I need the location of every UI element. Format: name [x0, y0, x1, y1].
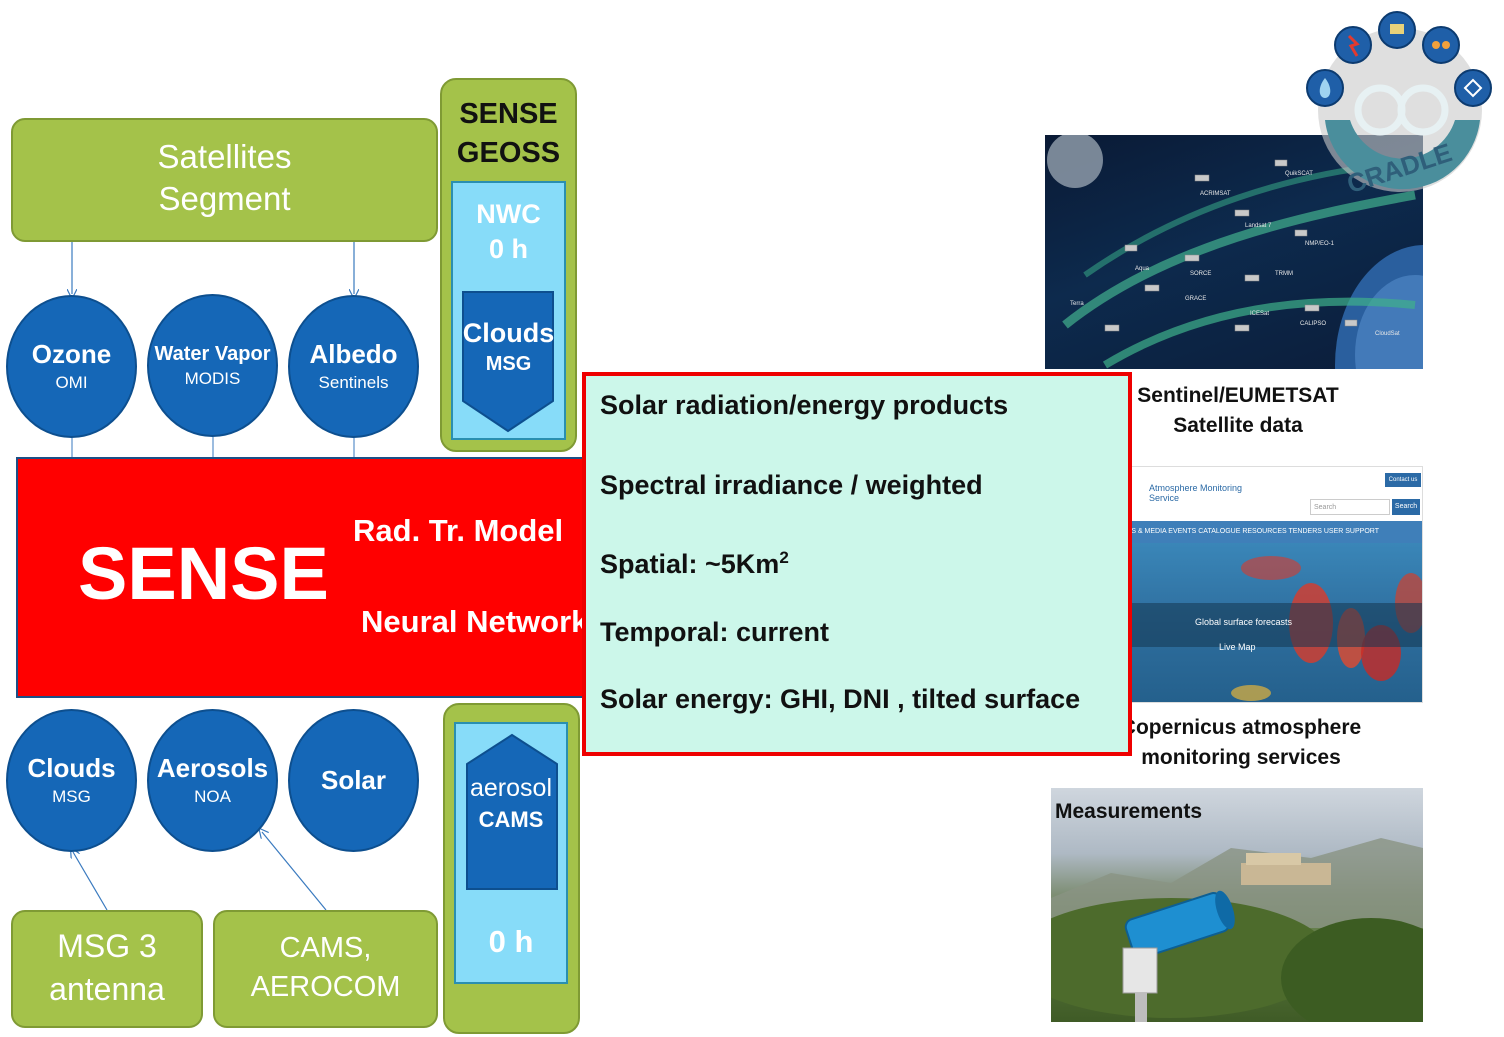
copernicus-caption-line1: Copernicus atmosphere — [1120, 716, 1362, 739]
nwc-time: 0 h — [488, 234, 528, 264]
aerosols-circle: Aerosols NOA — [147, 709, 278, 852]
cams-site-header: Atmosphere Monitoring Service — [1149, 483, 1243, 503]
sense-geoss-line2: GEOSS — [456, 137, 561, 169]
ozone-circle: Ozone OMI — [6, 295, 137, 438]
msg-antenna-box: MSG 3 antenna — [11, 910, 203, 1028]
sat-label-11: CloudSat — [1375, 331, 1400, 337]
satellites-segment-box: Satellites Segment — [11, 118, 438, 242]
clouds-circle: Clouds MSG — [6, 709, 137, 852]
cams-contact-button: Contact us — [1385, 473, 1421, 487]
measurements-label: Measurements — [1055, 800, 1203, 823]
cams-aerocom-box: CAMS, AEROCOM — [213, 910, 438, 1028]
measurements-photo: Measurements — [1051, 788, 1423, 1022]
product-spatial: Spatial: ~5Km2 — [600, 548, 789, 580]
copernicus-caption: Copernicus atmosphere monitoring service… — [1106, 716, 1376, 770]
sat-label-5: TRMM — [1275, 271, 1293, 277]
clouds-msg-pentagon — [462, 291, 554, 433]
clouds-msg-top-title: Clouds — [462, 318, 555, 348]
msg-antenna-line2: antenna — [49, 971, 165, 1007]
solar-circle: Solar — [288, 709, 419, 852]
product-solar-radiation: Solar radiation/energy products — [600, 390, 1009, 420]
cams-aerocom-line1: CAMS, — [279, 932, 372, 964]
sat-label-10: CALIPSO — [1300, 321, 1326, 327]
geo-cradle-logo: CRADLE — [1306, 11, 1492, 199]
sat-label-6: Aqua — [1135, 266, 1150, 272]
sense-geoss-line1: SENSE — [459, 98, 558, 130]
rad-model-label: Rad. Tr. Model — [353, 513, 564, 548]
cams-aerocom-line2: AEROCOM — [250, 971, 401, 1003]
product-temporal: Temporal: current — [600, 617, 830, 647]
sentinel-caption-line2: Satellite data — [1173, 414, 1303, 437]
solar-title: Solar — [320, 765, 387, 796]
water-vapor-circle: Water Vapor MODIS — [147, 294, 278, 437]
clouds-msg-top-text: Clouds MSG — [462, 318, 555, 376]
msg-antenna-line1: MSG 3 — [57, 928, 157, 964]
cams-nav-bar: NEWS & MEDIA EVENTS CATALOGUE RESOURCES … — [1111, 521, 1422, 543]
cams-search-button: Search — [1392, 499, 1420, 515]
sentinel-caption-line1: Sentinel/EUMETSAT — [1137, 384, 1339, 407]
clouds-msg-top-sub: MSG — [485, 353, 532, 375]
products-info-box: Solar radiation/energy products Spectral… — [582, 372, 1132, 756]
aerosols-sub: NOA — [194, 786, 231, 806]
clouds-title: Clouds — [27, 753, 116, 784]
water-vapor-sub: MODIS — [184, 368, 241, 388]
spatial-sup: 2 — [779, 548, 789, 567]
albedo-sub: Sentinels — [318, 372, 389, 392]
neural-network-label: Neural Network — [361, 604, 588, 639]
ozone-sub: OMI — [55, 372, 88, 392]
aerosol-time: 0 h — [488, 924, 534, 959]
cams-live-map-link[interactable]: Live Map — [1219, 642, 1256, 652]
sense-red-bar: SENSE Rad. Tr. Model Neural Network — [16, 457, 588, 698]
clouds-sub: MSG — [52, 786, 91, 806]
product-spectral-irradiance: Spectral irradiance / weighted — [600, 470, 983, 500]
nwc-label: NWC — [476, 199, 541, 229]
sat-label-0: ACRIMSAT — [1200, 191, 1231, 197]
cams-map: Global surface forecasts Live Map — [1111, 543, 1422, 702]
measurements-scene — [1051, 838, 1423, 1022]
aerosol-cams-text: aerosol CAMS — [454, 774, 568, 833]
sat-label-9: ICESat — [1250, 311, 1269, 317]
albedo-circle: Albedo Sentinels — [288, 295, 419, 438]
albedo-title: Albedo — [309, 339, 398, 370]
product-solar-energy: Solar energy: GHI, DNI , tilted surface — [600, 684, 1081, 714]
aerosol-label: aerosol — [470, 774, 552, 802]
sat-label-8: Terra — [1070, 301, 1084, 307]
sat-label-3: NMP/EO-1 — [1305, 241, 1335, 247]
cams-search-input: Search — [1310, 499, 1390, 515]
sentinel-caption: Sentinel/EUMETSAT Satellite data — [1090, 384, 1386, 438]
cams-label: CAMS — [478, 807, 544, 832]
cams-banner-title[interactable]: Global surface forecasts — [1195, 617, 1293, 627]
satellites-segment-line2: Segment — [158, 180, 291, 217]
sat-label-4: SORCE — [1190, 271, 1211, 277]
copernicus-caption-line2: monitoring services — [1141, 746, 1341, 769]
sense-title: SENSE — [78, 532, 329, 615]
cams-website-screenshot: Atmosphere Monitoring Service Search Sea… — [1110, 466, 1423, 703]
ozone-title: Ozone — [31, 339, 112, 370]
spatial-text: Spatial: ~5Km — [600, 549, 780, 579]
aerosols-title: Aerosols — [156, 753, 269, 784]
aerosol-cams-pentagon — [466, 733, 558, 890]
satellites-segment-line1: Satellites — [157, 138, 292, 175]
sat-label-7: GRACE — [1185, 296, 1206, 302]
sat-label-1: QuikSCAT — [1285, 171, 1313, 177]
sat-label-2: Landsat 7 — [1245, 223, 1272, 229]
water-vapor-title: Water Vapor — [154, 342, 271, 365]
cams-banner — [1111, 603, 1422, 647]
